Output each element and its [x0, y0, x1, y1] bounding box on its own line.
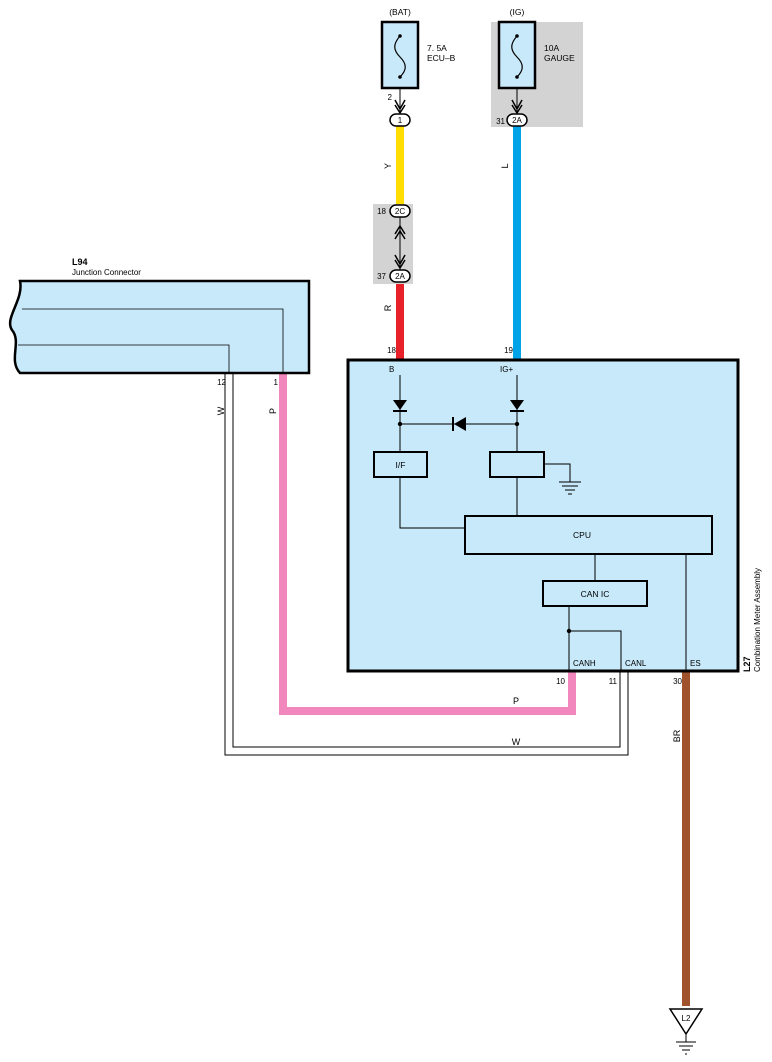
fuse-rating-ig: 10A	[544, 43, 559, 53]
svg-text:1: 1	[398, 116, 403, 125]
ground-symbol-icon	[676, 1041, 696, 1055]
ig-fuse-pin: 31	[496, 117, 505, 126]
meter-name: Combination Meter Assembly	[753, 568, 762, 672]
wire-code-p-horizontal: P	[513, 696, 519, 706]
l94-id: L94	[72, 257, 88, 267]
wire-code-w-horizontal: W	[512, 737, 521, 747]
bat-supply-label: (BAT)	[389, 7, 411, 17]
meter-pin-es-name: ES	[690, 659, 701, 668]
fuse-rating-bat: 7. 5A	[427, 43, 447, 53]
cpu-block-label: CPU	[573, 530, 591, 540]
wire-code-r: R	[383, 304, 393, 311]
l94-body	[8, 279, 311, 375]
can-ic-block-label: CAN IC	[581, 589, 610, 599]
meter-pin-ig-name: IG+	[500, 365, 513, 374]
meter-pin-canh-name: CANH	[573, 659, 596, 668]
meter-pin-b-num: 18	[387, 346, 396, 355]
junction-pin-upper: 18	[377, 207, 386, 216]
fuse-name-ig: GAUGE	[544, 53, 575, 63]
connector-arrow-icon	[394, 99, 406, 115]
ground-point-label: L2	[682, 1014, 691, 1023]
meter-id: L27	[742, 656, 752, 672]
ground-point-icon	[668, 1008, 704, 1036]
l94-pin-p: 1	[274, 378, 279, 387]
combination-meter-l27: 18 19 B IG+ I/F	[346, 346, 762, 686]
connector-arrow-icon	[511, 99, 523, 115]
meter-pin-canh-num: 10	[556, 677, 565, 686]
junction-connector-lower: 2A	[395, 272, 405, 281]
fuse-gauge: (IG) 10A GAUGE	[491, 7, 583, 127]
regulator-block	[489, 451, 545, 478]
ground-point-l2: L2	[668, 1008, 704, 1055]
wire-w	[225, 373, 628, 755]
l94-name: Junction Connector	[72, 268, 141, 277]
can-ic-block	[542, 580, 648, 607]
ground-symbol-icon	[559, 481, 581, 495]
wire-code-p-vertical: P	[268, 408, 278, 414]
wire-p	[279, 373, 576, 715]
fuse-ecu-b: (BAT) 7. 5A ECU–B	[380, 7, 456, 90]
connector-arrow-icon	[394, 254, 406, 270]
meter-pin-ig-num: 19	[504, 346, 513, 355]
l94-pin-w: 12	[217, 378, 226, 387]
junction-connector-upper: 2C	[395, 207, 405, 216]
svg-text:2A: 2A	[512, 116, 522, 125]
connector-arrow-icon	[394, 224, 406, 240]
connector-bat: 1	[389, 113, 411, 127]
diode-icon	[510, 400, 524, 412]
wire-code-l: L	[500, 163, 510, 168]
bat-fuse-pin: 2	[388, 93, 393, 102]
meter-pin-canl-num: 11	[609, 677, 618, 686]
wire-code-w-vertical: W	[216, 406, 226, 415]
wire-code-br: BR	[672, 729, 682, 742]
fuse-element-icon	[394, 35, 406, 78]
meter-pin-canl-name: CANL	[625, 659, 647, 668]
fuse-element-icon	[511, 35, 523, 78]
meter-pin-es-num: 30	[673, 677, 682, 686]
ig-supply-label: (IG)	[510, 7, 525, 17]
meter-pin-b-name: B	[389, 365, 394, 374]
fuse-name-bat: ECU–B	[427, 53, 456, 63]
junction-block: 2C 18 2A 37	[373, 204, 413, 284]
junction-pin-lower: 37	[377, 272, 386, 281]
connector-ig: 2A	[506, 113, 528, 127]
cpu-block	[464, 515, 713, 555]
if-block-label: I/F	[396, 460, 406, 470]
diode-icon	[452, 417, 466, 431]
diode-icon	[393, 400, 407, 412]
junction-connector-l94: L94 Junction Connector 12 1	[8, 257, 311, 387]
wire-code-y: Y	[383, 163, 393, 169]
